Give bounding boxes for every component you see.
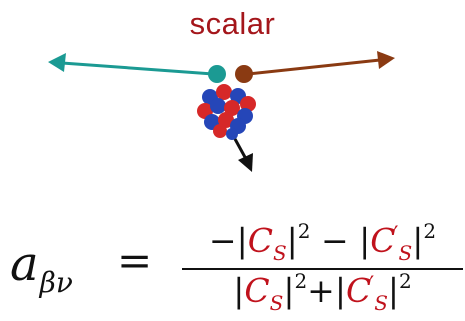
den-plus: +| — [307, 271, 346, 310]
den-cp-sub: S — [374, 291, 388, 315]
num-exp1: 2 — [297, 219, 311, 243]
den-close1: | — [283, 271, 295, 310]
den-close2: | — [387, 271, 400, 310]
lhs-symbol: a — [10, 236, 39, 292]
den-exp1: 2 — [294, 269, 308, 293]
neutrino-dot-icon — [235, 65, 253, 83]
lhs-subscript: βν — [39, 266, 73, 299]
left-lepton-arrow — [48, 53, 226, 83]
formula-lhs: aβν — [10, 240, 73, 297]
equals-sign: = — [117, 236, 153, 285]
num-minus: − | — [310, 221, 371, 260]
num-cp-prime: ′ — [393, 223, 399, 248]
den-c-sub: S — [269, 291, 284, 315]
electron-dot-icon — [208, 65, 226, 83]
num-close1: | — [286, 221, 298, 260]
num-exp2: 2 — [423, 219, 437, 243]
den-exp2: 2 — [399, 269, 412, 293]
den-c-symbol: C — [244, 271, 270, 310]
right-lepton-arrow — [235, 51, 395, 83]
num-lead: −| — [208, 221, 248, 260]
numerator: −|CS|2 − |C′S|2 — [180, 221, 465, 263]
nucleus-icon — [197, 84, 256, 140]
diagram-title: scalar — [189, 6, 276, 41]
num-c-symbol: C — [247, 221, 273, 260]
denominator: |CS|2+|C′S|2 — [180, 271, 465, 313]
den-cp-prime: ′ — [369, 273, 375, 298]
num-cp-symbol: C — [370, 221, 396, 260]
num-close2: | — [412, 221, 424, 260]
recoil-arrow-icon — [233, 138, 253, 172]
fraction-bar — [182, 268, 463, 270]
num-c-sub: S — [272, 241, 287, 265]
correlation-formula: aβν = −|CS|2 − |C′S|2 |CS|2+|C′S|2 — [10, 221, 465, 313]
fraction: −|CS|2 − |C′S|2 |CS|2+|C′S|2 — [180, 221, 465, 313]
den-open1: | — [233, 271, 245, 310]
den-cp-symbol: C — [345, 271, 372, 310]
num-cp-sub: S — [398, 241, 413, 265]
